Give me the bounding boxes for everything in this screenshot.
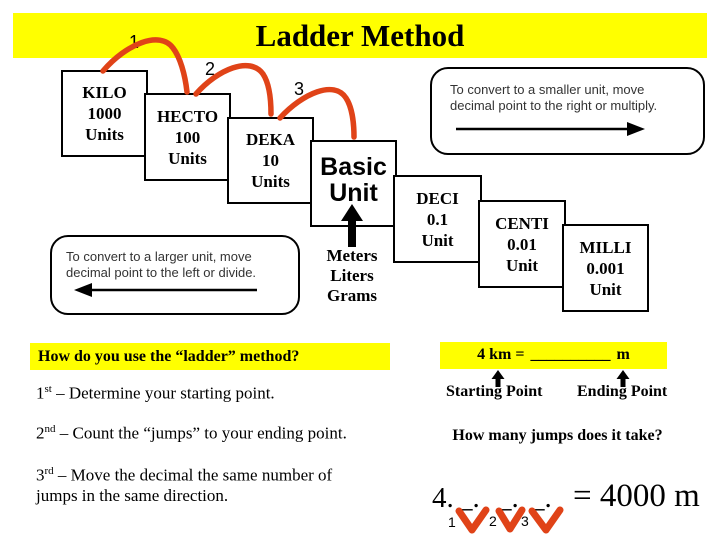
ladder-step-basic-unit: Basic Unit — [310, 140, 397, 227]
ending-point-label: Ending Point — [577, 383, 668, 400]
step-text: – Count the “jumps” to your ending point… — [55, 423, 347, 443]
unit-factor: 100 — [174, 127, 201, 147]
how-to-step-1: 1st – Determine your starting point. — [36, 379, 376, 404]
how-to-heading-text: How do you use the “ladder” method? — [38, 348, 300, 365]
unit-prefix: DECI — [416, 188, 459, 208]
ladder-step-kilo: KILO 1000 Units — [61, 70, 148, 157]
jump-arc-number-1: 1 — [129, 32, 140, 52]
unit-prefix: MILLI — [579, 237, 632, 257]
solution-jump-number-1: 1 — [448, 514, 456, 530]
unit-prefix: DEKA — [245, 130, 296, 149]
starting-point-label: Starting Point — [446, 383, 543, 400]
how-to-heading: How do you use the “ladder” method? — [30, 343, 390, 370]
jump-arc-number-3: 3 — [294, 79, 305, 99]
ladder-step-hecto: HECTO 100 Units — [144, 93, 231, 181]
page-title: Ladder Method — [255, 18, 465, 53]
equation-unit: m — [616, 346, 630, 363]
solution-start: 4. — [432, 482, 454, 514]
solution-blank-1: _. — [458, 482, 480, 514]
example-equation-bar: 4 km = __________ m — [440, 342, 667, 369]
jumps-question: How many jumps does it take? — [452, 427, 663, 444]
unit-word: Unit — [589, 279, 622, 299]
unit-factor: 0.001 — [586, 258, 625, 278]
ladder-step-deka: DEKA 10 Units — [227, 117, 314, 204]
solution-jump-number-2: 2 — [489, 513, 497, 529]
callout-smaller-unit: To convert to a smaller unit, move decim… — [430, 67, 705, 155]
callout-larger-unit: To convert to a larger unit, move decima… — [50, 235, 300, 315]
how-to-step-2: 2nd – Count the “jumps” to your ending p… — [36, 419, 398, 444]
unit-word: Units — [168, 148, 207, 168]
unit-factor: 10 — [262, 151, 279, 170]
basic-unit-examples: Meters Liters Grams — [310, 246, 394, 306]
solution-blank-3: _. — [530, 482, 552, 514]
how-to-step-3: 3rd – Move the decimal the same number o… — [36, 461, 376, 506]
ladder-step-milli: MILLI 0.001 Unit — [562, 224, 649, 312]
step-ordinal: 1 — [36, 383, 45, 403]
unit-word: Unit — [505, 255, 539, 275]
example-liters: Liters — [330, 266, 374, 285]
unit-factor: 1000 — [87, 104, 122, 123]
step-text: – Determine your starting point. — [51, 383, 275, 403]
unit-prefix: KILO — [82, 83, 127, 102]
example-grams: Grams — [326, 286, 378, 305]
example-meters: Meters — [326, 246, 378, 265]
unit-word: Units — [85, 125, 124, 144]
basic-unit-line: Basic — [320, 153, 387, 181]
unit-word: Units — [251, 172, 290, 191]
title-bar: Ladder Method — [13, 13, 707, 58]
callout-larger-unit-text: To convert to a larger unit, move decima… — [66, 249, 257, 280]
ladder-step-deci: DECI 0.1 Unit — [393, 175, 482, 263]
solution-result: = 4000 m — [573, 478, 700, 514]
step-ordinal-suffix: rd — [44, 465, 54, 477]
step-ordinal: 3 — [36, 465, 45, 485]
unit-factor: 0.1 — [426, 209, 449, 229]
basic-unit-line: Unit — [329, 179, 378, 207]
jump-arc-number-2: 2 — [205, 59, 216, 79]
ladder-step-centi: CENTI 0.01 Unit — [478, 200, 566, 288]
step-ordinal-suffix: nd — [44, 423, 56, 435]
solution-jump-number-3: 3 — [521, 513, 529, 529]
equation-blank: __________ — [530, 346, 611, 363]
unit-word: Unit — [421, 230, 454, 250]
step-ordinal-suffix: st — [44, 383, 52, 395]
solution-blank-2: _. — [497, 482, 519, 514]
unit-prefix: CENTI — [495, 213, 549, 233]
callout-smaller-unit-text: To convert to a smaller unit, move decim… — [450, 82, 658, 113]
unit-factor: 0.01 — [507, 234, 537, 254]
unit-prefix: HECTO — [156, 106, 219, 126]
equation-lhs: 4 km = — [477, 346, 525, 363]
step-ordinal: 2 — [36, 423, 45, 443]
step-text: – Move the decimal the same number of ju… — [36, 465, 333, 505]
